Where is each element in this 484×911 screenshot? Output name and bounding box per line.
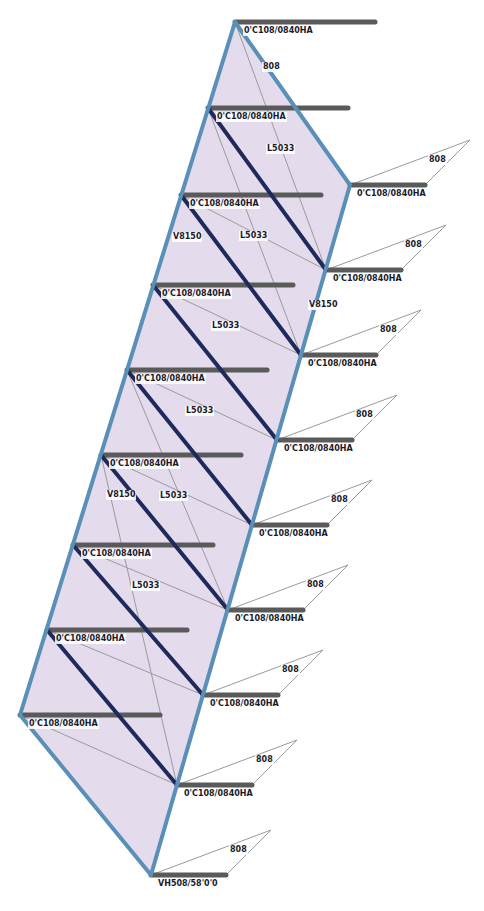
member-size-label: 0'C108/0840HA bbox=[189, 199, 260, 209]
brace-label: 808 bbox=[330, 495, 349, 505]
member-size-label: 0'C108/0840HA bbox=[55, 634, 126, 644]
diagonal-label: L5033 bbox=[159, 491, 188, 501]
diagonal-label: L5033 bbox=[131, 581, 160, 591]
member-size-label: 0'C108/0840HA bbox=[243, 26, 314, 36]
brace-label: 808 bbox=[229, 845, 248, 855]
diagonal-label: L5033 bbox=[211, 321, 240, 331]
chord-label: V8150 bbox=[106, 490, 136, 500]
diagonal-label: L5033 bbox=[266, 144, 295, 154]
brace-label: 808 bbox=[428, 155, 447, 165]
brace-label: 808 bbox=[255, 755, 274, 765]
member-size-label: VH508/58'0'0 bbox=[157, 879, 219, 889]
member-size-label: 0'C108/0840HA bbox=[283, 444, 354, 454]
diagonal-label: L5033 bbox=[239, 231, 268, 241]
chord-label: V8150 bbox=[172, 232, 202, 242]
member-size-label: 0'C108/0840HA bbox=[109, 459, 180, 469]
member-size-label: 0'C108/0840HA bbox=[209, 699, 280, 709]
member-size-label: 0'C108/0840HA bbox=[135, 374, 206, 384]
member-size-label: 0'C108/0840HA bbox=[216, 112, 287, 122]
member-size-label: 0'C108/0840HA bbox=[356, 189, 427, 199]
member-size-label: 0'C108/0840HA bbox=[258, 529, 329, 539]
member-size-label: 0'C108/0840HA bbox=[234, 614, 305, 624]
diagonal-label: L5033 bbox=[185, 406, 214, 416]
brace-label: 808 bbox=[379, 325, 398, 335]
brace-label: 808 bbox=[404, 240, 423, 250]
member-size-label: 0'C108/0840HA bbox=[161, 289, 232, 299]
member-size-label: 0'C108/0840HA bbox=[28, 719, 99, 729]
brace-label: 808 bbox=[306, 580, 325, 590]
member-size-label: 0'C108/0840HA bbox=[81, 549, 152, 559]
member-size-label: 0'C108/0840HA bbox=[332, 274, 403, 284]
brace-label: 808 bbox=[262, 62, 281, 72]
brace-label: 808 bbox=[355, 410, 374, 420]
member-size-label: 0'C108/0840HA bbox=[307, 359, 378, 369]
brace-label: 808 bbox=[281, 665, 300, 675]
member-size-label: 0'C108/0840HA bbox=[183, 789, 254, 799]
chord-label: V8150 bbox=[308, 300, 338, 310]
